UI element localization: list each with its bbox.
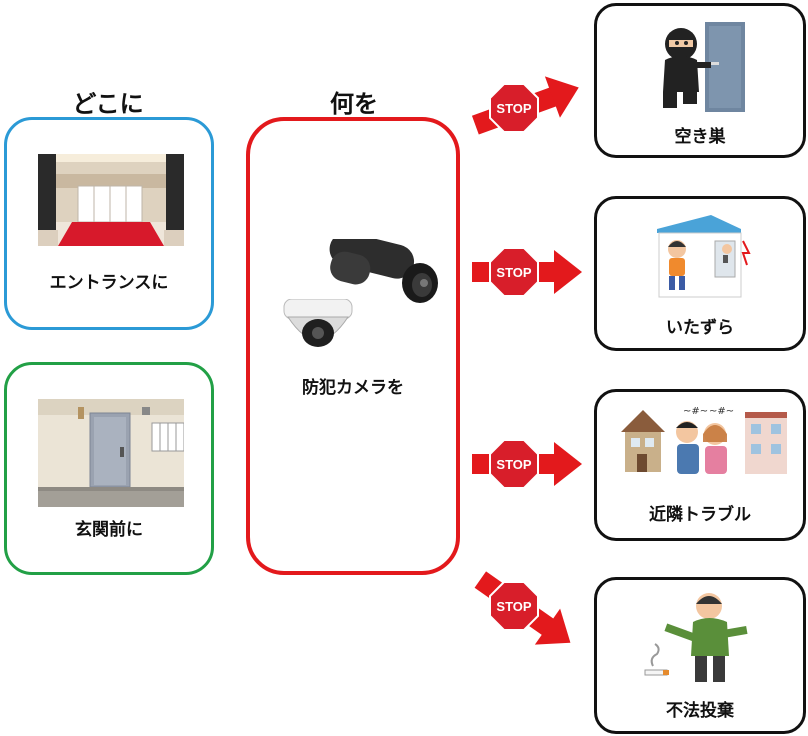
svg-text:STOP: STOP: [496, 101, 531, 116]
location-box-entrance: エントランスに: [4, 117, 214, 330]
stop-arrow-4: STOP: [468, 566, 588, 662]
outcome-label-mischief: いたずら: [666, 318, 734, 338]
svg-text:~#~: ~#~: [683, 406, 708, 417]
location-label-entrance: エントランスに: [49, 273, 169, 293]
stop-sign-icon: STOP: [489, 247, 539, 297]
stop-sign-icon: STOP: [489, 581, 539, 631]
outcome-label-neighbor-trouble: 近隣トラブル: [649, 505, 751, 525]
where-heading: どこに: [72, 90, 144, 118]
stop-sign-icon: STOP: [489, 83, 539, 133]
outcome-box-neighbor-trouble: ~#~ ~#~ 近隣トラブル: [594, 389, 806, 541]
svg-text:~#~: ~#~: [709, 406, 734, 417]
front-door-illustration: [38, 399, 184, 507]
entrance-illustration: [38, 154, 184, 246]
outcome-label-burglary: 空き巣: [674, 127, 726, 147]
location-box-front-door: 玄関前に: [4, 362, 214, 575]
camera-box: 防犯カメラを: [246, 117, 460, 575]
svg-text:STOP: STOP: [496, 599, 531, 614]
illegal-dumping-icon: [639, 590, 769, 686]
stop-sign-icon: STOP: [489, 439, 539, 489]
location-label-front-door: 玄関前に: [75, 520, 143, 540]
camera-label: 防犯カメラを: [302, 378, 404, 398]
stop-arrow-2: STOP: [468, 240, 588, 304]
outcome-box-burglary: 空き巣: [594, 3, 806, 158]
outcome-label-illegal-dumping: 不法投棄: [666, 701, 734, 721]
neighbor-trouble-icon: ~#~ ~#~: [619, 404, 789, 478]
outcome-box-mischief: いたずら: [594, 196, 806, 351]
what-heading: 何を: [330, 90, 378, 118]
svg-text:STOP: STOP: [496, 457, 531, 472]
mischief-icon: [653, 213, 753, 299]
bullet-camera-icon: [324, 239, 440, 309]
svg-text:STOP: STOP: [496, 265, 531, 280]
dome-camera-icon: [280, 299, 356, 359]
burglar-icon: [651, 22, 751, 112]
stop-arrow-1: STOP: [468, 66, 588, 146]
outcome-box-illegal-dumping: 不法投棄: [594, 577, 806, 734]
stop-arrow-3: STOP: [468, 432, 588, 496]
